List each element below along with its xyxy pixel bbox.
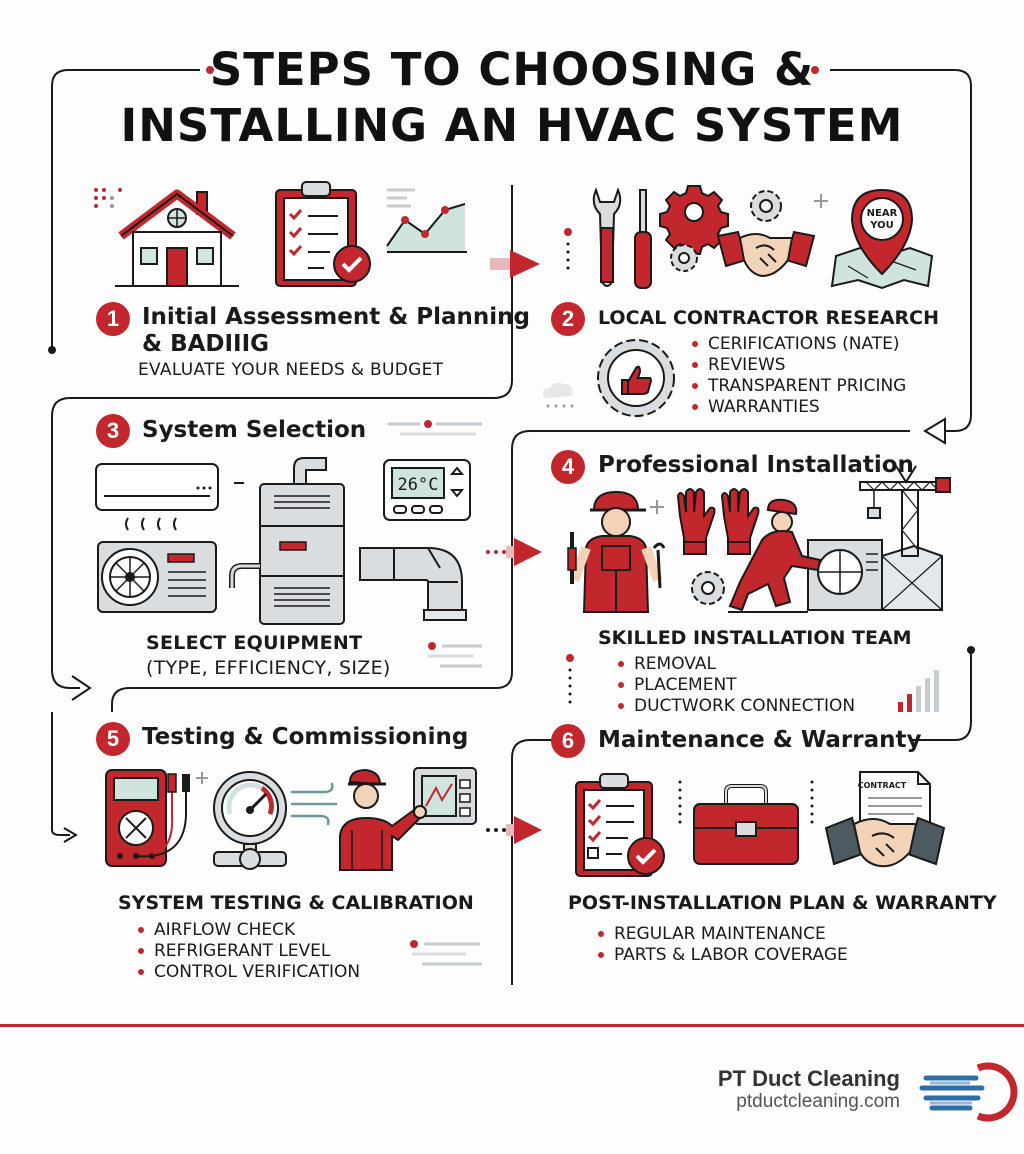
list-item: DUCTWORK CONNECTION <box>616 696 855 717</box>
pin-text-you: YOU <box>869 220 894 231</box>
footer-divider <box>0 1024 1024 1027</box>
list-item: REGULAR MAINTENANCE <box>596 924 848 945</box>
technician-installing-unit-icon <box>728 498 943 613</box>
dash-decor <box>234 482 244 484</box>
step-1-number: 1 <box>96 302 130 336</box>
page-title: STEPS TO CHOOSING & INSTALLING AN HVAC S… <box>0 42 1024 154</box>
list-item: CONTROL VERIFICATION <box>136 962 360 983</box>
step-1-heading-line-2: & BADIIIG <box>142 331 270 357</box>
step-1-subtitle: EVALUATE YOUR NEEDS & BUDGET <box>138 360 444 380</box>
step-1-heading: Initial Assessment & Planning <box>142 304 531 330</box>
work-gloves-icon <box>676 488 760 555</box>
footer-website: ptductcleaning.com <box>736 1091 900 1112</box>
thumbs-up-gear-icon <box>597 339 675 417</box>
multimeter-icon <box>105 769 190 867</box>
step-6-bullets: REGULAR MAINTENANCE PARTS & LABOR COVERA… <box>596 924 848 966</box>
contract-label: CONTRACT <box>858 781 907 790</box>
step-4-subtitle: SKILLED INSTALLATION TEAM <box>598 627 912 649</box>
technician-with-tools-icon <box>567 490 666 613</box>
lines-decor-icon <box>410 940 482 966</box>
step-2-heading: LOCAL CONTRACTOR RESEARCH <box>598 307 939 329</box>
step-5-heading: Testing & Commissioning <box>142 724 469 750</box>
dotted-line-decor <box>810 780 814 824</box>
step-4-heading: Professional Installation <box>598 452 914 478</box>
lines-decor-icon <box>388 420 482 436</box>
construction-crane-icon <box>859 465 951 557</box>
step-4-bullets: REMOVAL PLACEMENT DUCTWORK CONNECTION <box>616 654 855 717</box>
growth-chart-icon <box>386 188 467 253</box>
list-item: TRANSPARENT PRICING <box>690 376 906 397</box>
checklist-clipboard-icon <box>275 181 371 287</box>
step-5-subtitle: SYSTEM TESTING & CALIBRATION <box>118 892 474 914</box>
step-3-subtitle-line-2: (TYPE, EFFICIENCY, SIZE) <box>146 657 391 679</box>
airflow-icon <box>290 782 338 826</box>
list-item: WARRANTIES <box>690 397 906 418</box>
list-item: CERIFICATIONS (NATE) <box>690 334 906 355</box>
step-2-number: 2 <box>551 302 585 336</box>
toolbox-icon <box>693 784 799 865</box>
handshake-icon <box>716 230 816 278</box>
duct-elbow-icon <box>359 547 467 621</box>
list-item: REMOVAL <box>616 654 855 675</box>
step-4-number: 4 <box>551 450 585 484</box>
lines-decor-icon <box>428 642 482 668</box>
dotted-line-decor <box>566 654 574 704</box>
title-line-1: STEPS TO CHOOSING & <box>209 43 815 96</box>
plus-decor-icon <box>814 194 828 208</box>
wrench-icon <box>592 187 622 287</box>
step-6-subtitle: POST-INSTALLATION PLAN & WARRANTY <box>568 892 997 914</box>
step-3-subtitle: SELECT EQUIPMENT <box>146 632 363 654</box>
technician-control-panel-icon <box>339 767 477 871</box>
list-item: PLACEMENT <box>616 675 855 696</box>
furnace-unit-icon <box>229 457 345 625</box>
plus-decor-icon <box>196 772 208 784</box>
signal-bars-icon <box>898 670 939 712</box>
gears-icon <box>659 185 782 272</box>
list-item: REFRIGERANT LEVEL <box>136 941 360 962</box>
red-arrows <box>486 250 542 844</box>
dotted-line-decor <box>678 780 682 824</box>
cloud-decor-icon <box>542 382 574 408</box>
dotted-line-decor <box>564 228 572 270</box>
plus-decor-icon <box>650 500 664 514</box>
list-item: AIRFLOW CHECK <box>136 920 360 941</box>
dots-decor-icon <box>94 188 122 208</box>
brand-logo-icon <box>919 1062 1018 1122</box>
thermostat-icon: 26°C <box>383 459 471 521</box>
pressure-gauge-icon <box>213 771 287 870</box>
step-2-bullets: CERIFICATIONS (NATE) REVIEWS TRANSPARENT… <box>690 334 906 418</box>
screwdriver-icon <box>634 189 652 289</box>
location-pin-icon: NEAR YOU <box>830 188 934 290</box>
title-line-2: INSTALLING AN HVAC SYSTEM <box>120 99 904 152</box>
contract-handshake-icon: CONTRACT <box>824 771 946 868</box>
wall-air-conditioner-icon <box>95 463 219 531</box>
step-5-number: 5 <box>96 722 130 756</box>
list-item: PARTS & LABOR COVERAGE <box>596 945 848 966</box>
list-item: REVIEWS <box>690 355 906 376</box>
step-6-heading: Maintenance & Warranty <box>598 727 922 753</box>
step-3-heading: System Selection <box>142 417 367 443</box>
outdoor-condenser-icon <box>97 541 217 613</box>
house-icon <box>115 189 239 287</box>
footer-brand: PT Duct Cleaning <box>717 1066 900 1091</box>
step-3-number: 3 <box>96 414 130 448</box>
pin-text-near: NEAR <box>867 208 898 219</box>
gear-icon <box>691 571 725 605</box>
thermostat-reading: 26°C <box>398 475 439 495</box>
step-5-bullets: AIRFLOW CHECK REFRIGERANT LEVEL CONTROL … <box>136 920 360 983</box>
maintenance-clipboard-icon <box>575 773 665 877</box>
step-6-number: 6 <box>551 724 585 758</box>
